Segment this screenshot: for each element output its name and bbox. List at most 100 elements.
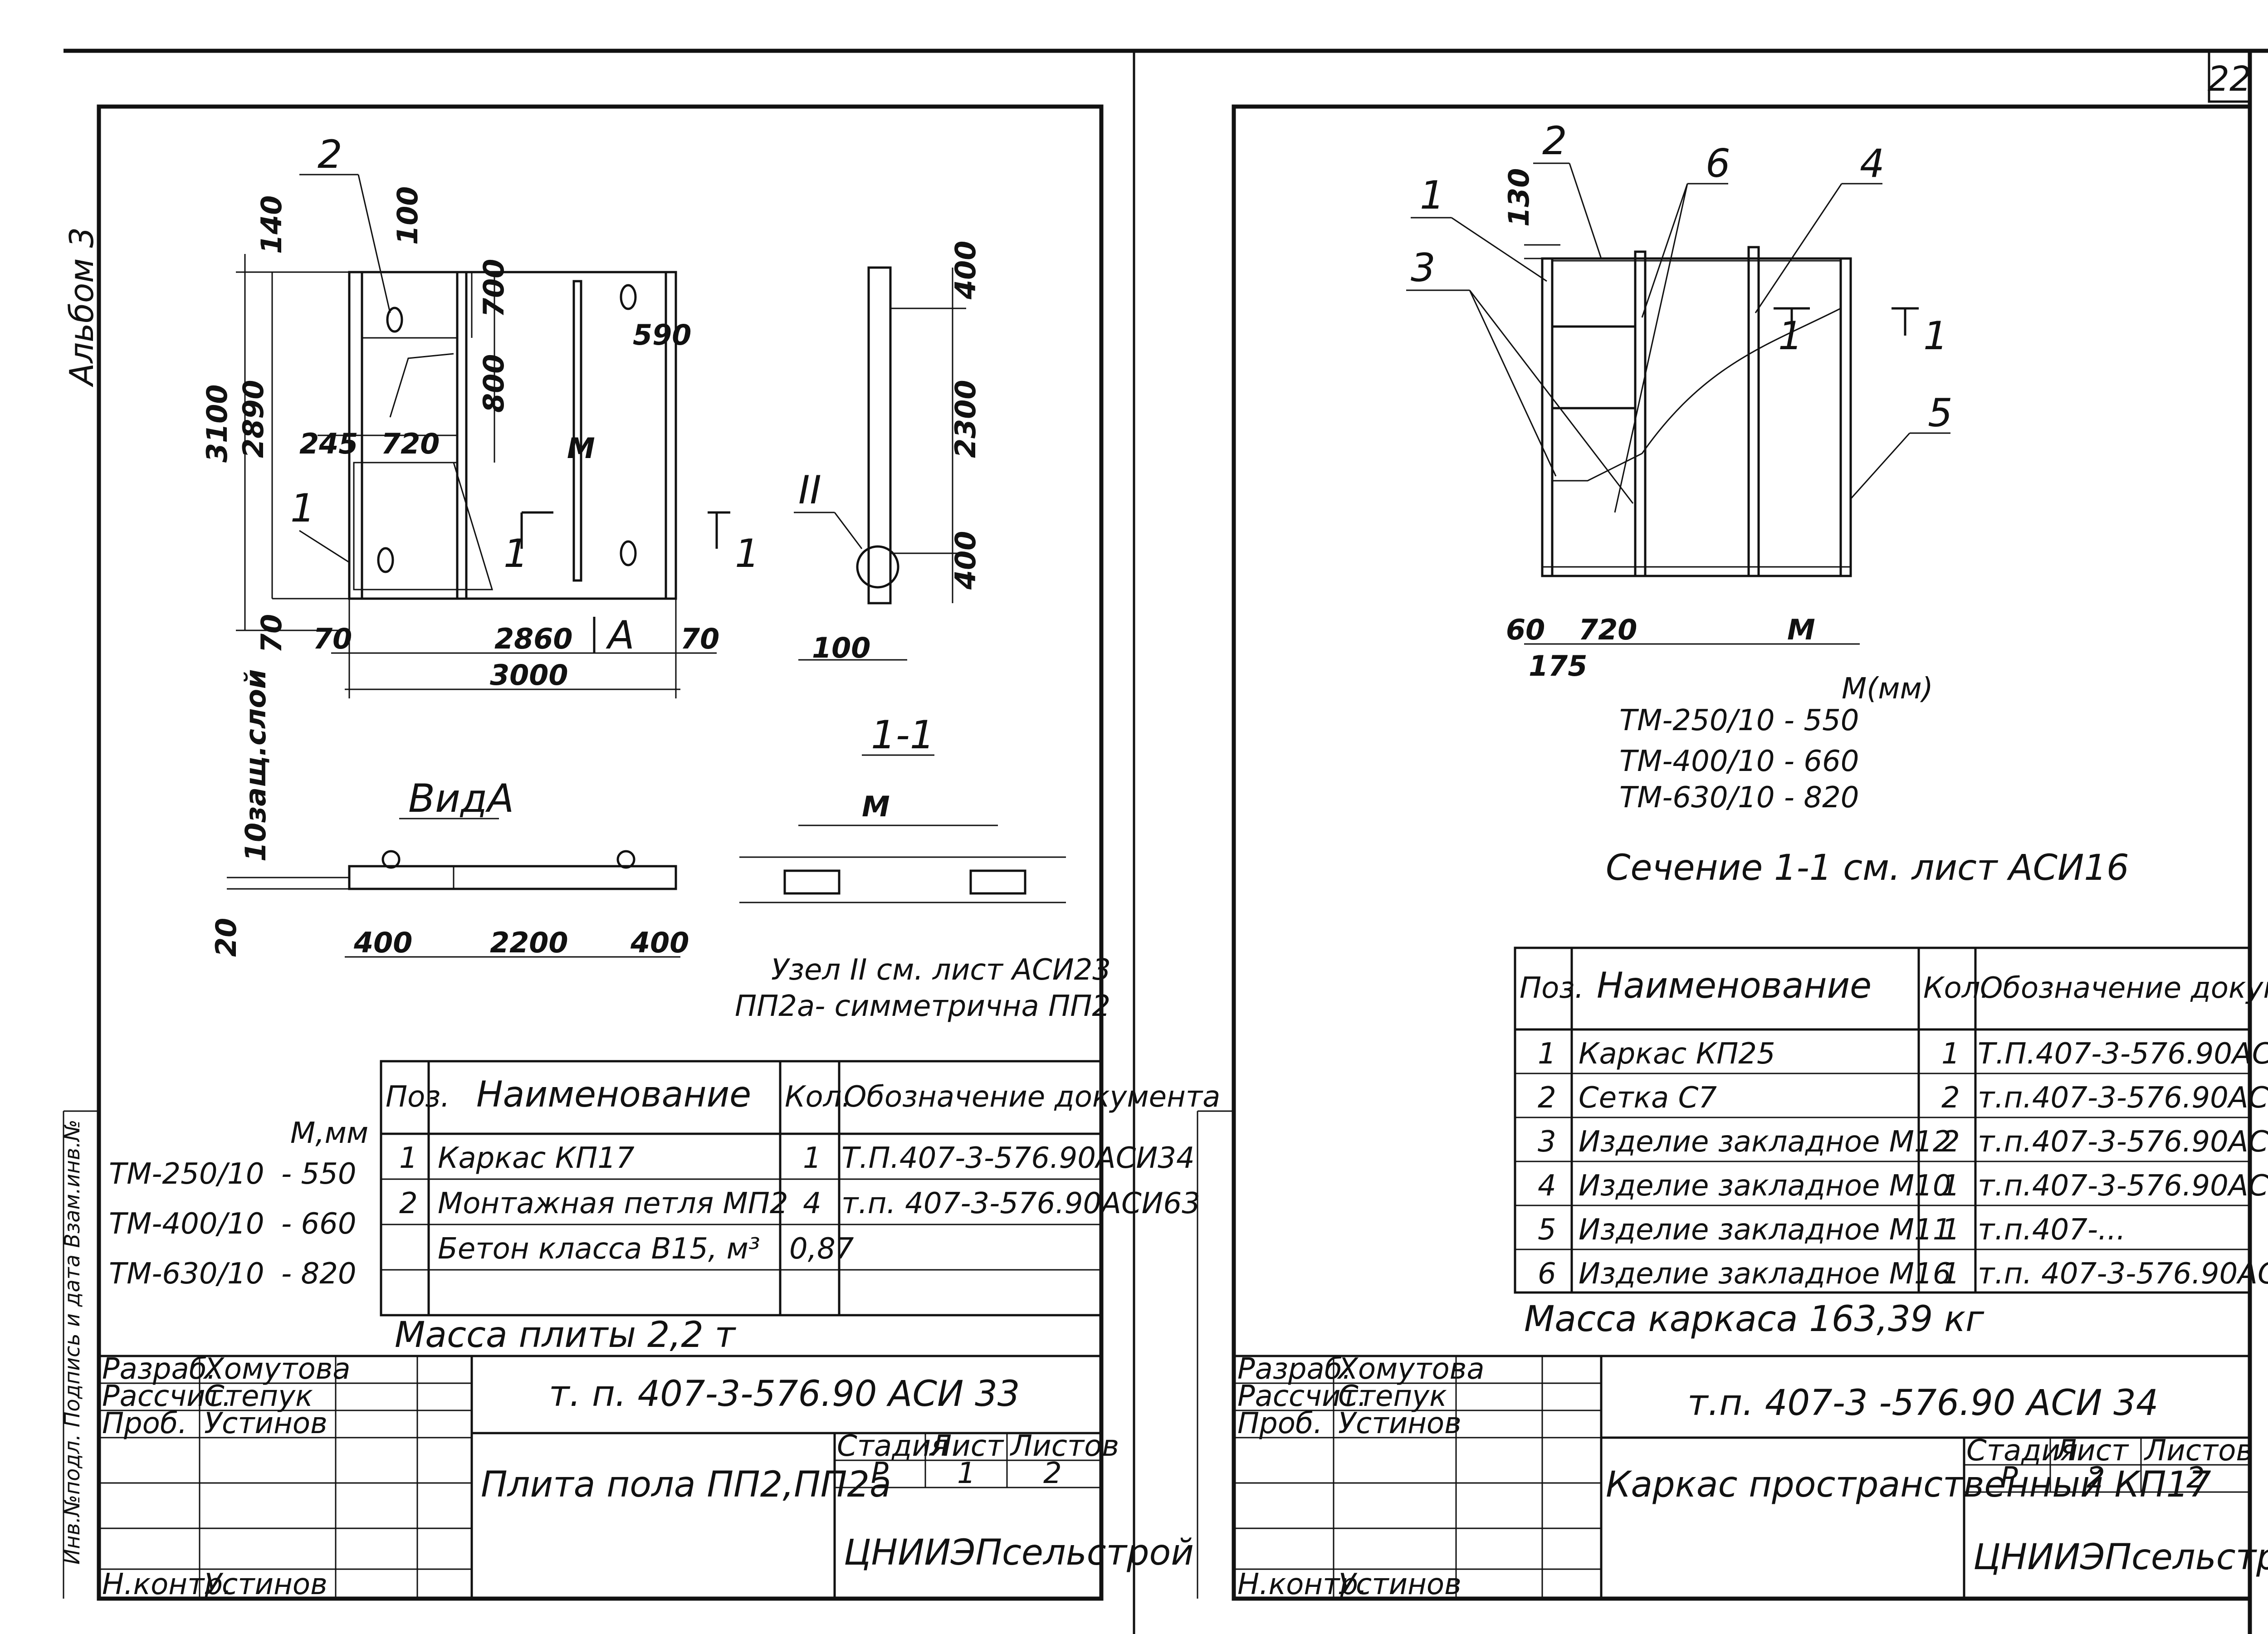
spec-table-left: Поз. Наименование Кол. Обозначение докум… [380,1060,1220,1317]
svg-text:2: 2 [1941,1125,1960,1159]
svg-text:2300: 2300 [949,380,982,458]
svg-text:2200: 2200 [490,926,568,959]
svg-text:A: A [606,613,635,658]
svg-text:130: 130 [1502,168,1535,227]
variants-left: М,мм ТМ-250/10 - 550 ТМ-400/10 - 660 ТМ-… [109,1117,368,1291]
svg-text:70: 70 [255,614,288,653]
svg-text:- 820: - 820 [281,1257,357,1291]
svg-text:т.п.407-3-576.90АСИ52: т.п.407-3-576.90АСИ52 [1978,1081,2268,1115]
svg-text:Н.контр.: Н.контр. [102,1568,232,1601]
svg-text:6: 6 [1538,1257,1556,1291]
svg-text:М(мм): М(мм) [1842,672,1933,706]
org-left: ЦНИИЭПсельстрой [844,1532,1194,1573]
view-a-title: ВидА [408,776,514,821]
note-node: Узел II см. лист АСИ23 [771,953,1111,987]
svg-text:M: M [862,790,890,823]
svg-text:1: 1 [1538,1037,1556,1071]
svg-text:Р: Р [871,1457,889,1490]
svg-text:3: 3 [1411,245,1436,291]
svg-text:Сетка С7: Сетка С7 [1579,1081,1717,1115]
left-sheet: Альбом 3 Инв.№подл. Подпись и дата Взам.… [60,104,1220,1601]
svg-text:140: 140 [255,195,288,254]
svg-text:Рассчит.: Рассчит. [102,1380,231,1413]
svg-text:1: 1 [1941,1169,1960,1203]
svg-text:- 660: - 660 [281,1207,357,1241]
svg-text:400: 400 [949,531,982,590]
svg-text:Кол.: Кол. [1923,971,1989,1005]
svg-text:2: 2 [399,1187,418,1220]
svg-text:2: 2 [1043,1457,1062,1490]
svg-text:1: 1 [399,1141,418,1175]
svg-text:ТМ-400/10 - 660: ТМ-400/10 - 660 [1619,745,1859,778]
svg-text:4: 4 [803,1187,821,1220]
svg-text:т.п. 407-3-576.90АСИ65: т.п. 407-3-576.90АСИ65 [1978,1257,2268,1291]
svg-text:Т.П.407-3-576.90АСИ34: Т.П.407-3-576.90АСИ34 [841,1141,1195,1175]
mesh-upper [1551,260,1842,482]
svg-text:Кол.: Кол. [785,1080,851,1114]
svg-text:1: 1 [735,531,760,576]
node-ii-circle [856,545,899,589]
svg-text:Поз.: Поз. [1520,971,1584,1005]
svg-text:2: 2 [2186,1461,2205,1495]
svg-text:1: 1 [503,531,528,576]
svg-text:Листов: Листов [2144,1434,2253,1468]
svg-text:Изделие закладное М11: Изделие закладное М11 [1579,1213,1951,1247]
svg-text:Устинов: Устинов [1338,1568,1461,1601]
title-block-right: Разраб. Рассчит. Проб. Н.контр. Хомутова… [1232,1352,2268,1601]
svg-text:400: 400 [630,926,689,959]
svg-text:1: 1 [957,1457,976,1490]
svg-text:4: 4 [1538,1169,1556,1203]
svg-text:2: 2 [1542,118,1567,164]
org-right: ЦНИИЭПсельстрой [1973,1537,2268,1578]
svg-text:1: 1 [1420,173,1445,218]
svg-text:2890: 2890 [237,380,270,458]
svg-text:М,мм: М,мм [290,1117,368,1150]
svg-text:ТМ-630/10: ТМ-630/10 [109,1257,264,1291]
dim-3100: 3100 [200,384,234,463]
svg-text:2: 2 [2087,1461,2105,1495]
svg-text:1: 1 [1941,1037,1960,1071]
frame-elevation: 130 60 720 M 175 1 2 3 6 4 5 [1406,118,1953,683]
svg-text:Разраб.: Разраб. [1237,1352,1352,1386]
page-number: 22 [2208,59,2252,99]
svg-text:Хомутова: Хомутова [203,1352,351,1386]
spec-table-right: Поз. Наименование Кол. Обозначение докум… [1514,946,2268,1294]
svg-text:Наименование: Наименование [476,1074,751,1115]
svg-text:70: 70 [680,622,719,655]
note-symmetry: ПП2а- симметрична ПП2 [735,990,1110,1023]
svg-text:Стадия: Стадия [837,1429,948,1463]
svg-text:т.п. 407-3-576.90АСИ63: т.п. 407-3-576.90АСИ63 [841,1187,1200,1220]
album-label: Альбом 3 [63,227,101,387]
svg-text:Каркас КП17: Каркас КП17 [438,1141,635,1175]
svg-text:- 550: - 550 [281,1157,357,1191]
svg-text:2: 2 [318,132,342,177]
svg-text:400: 400 [353,926,412,959]
svg-text:Хомутова: Хомутова [1337,1352,1485,1386]
svg-text:Разраб.: Разраб. [102,1352,216,1386]
svg-text:590: 590 [633,318,691,351]
drawing-title-left: Плита пола ПП2,ПП2а [481,1464,891,1505]
svg-text:400: 400 [949,241,982,300]
title-block-left: Разраб. Рассчит. Проб. Н.контр. Хомутова… [98,1352,1194,1601]
svg-text:Устинов: Устинов [1338,1407,1461,1440]
svg-text:2860: 2860 [494,622,573,655]
mass-right: Масса каркаса 163,39 кг [1524,1299,1984,1340]
svg-text:1: 1 [1778,313,1803,359]
section-title: 1-1 [871,712,934,758]
svg-text:1: 1 [1923,313,1948,359]
svg-text:245: 245 [299,427,358,460]
section-note-right: Сечение 1-1 см. лист АСИ16 [1606,848,2129,888]
svg-text:Степук: Степук [1338,1380,1447,1413]
svg-text:1: 1 [290,486,315,531]
slab-plan-view: 3100 2890 140 70 100 700 800 590 245 720… [200,132,760,698]
svg-text:Обозначение документа: Обозначение документа [844,1080,1220,1114]
svg-text:60: 60 [1506,613,1545,646]
svg-text:Поз.: Поз. [386,1080,450,1114]
svg-text:4: 4 [1860,141,1885,186]
svg-text:Т.П.407-3-576.90АСИ43: Т.П.407-3-576.90АСИ43 [1978,1037,2268,1071]
svg-text:т.п.407-3-576.90АСИ61: т.п.407-3-576.90АСИ61 [1978,1125,2268,1159]
svg-text:Лист: Лист [929,1429,1004,1463]
svg-text:Лист: Лист [2054,1434,2129,1468]
svg-text:Устинов: Устинов [204,1407,327,1440]
svg-text:Н.контр.: Н.контр. [1237,1568,1367,1601]
